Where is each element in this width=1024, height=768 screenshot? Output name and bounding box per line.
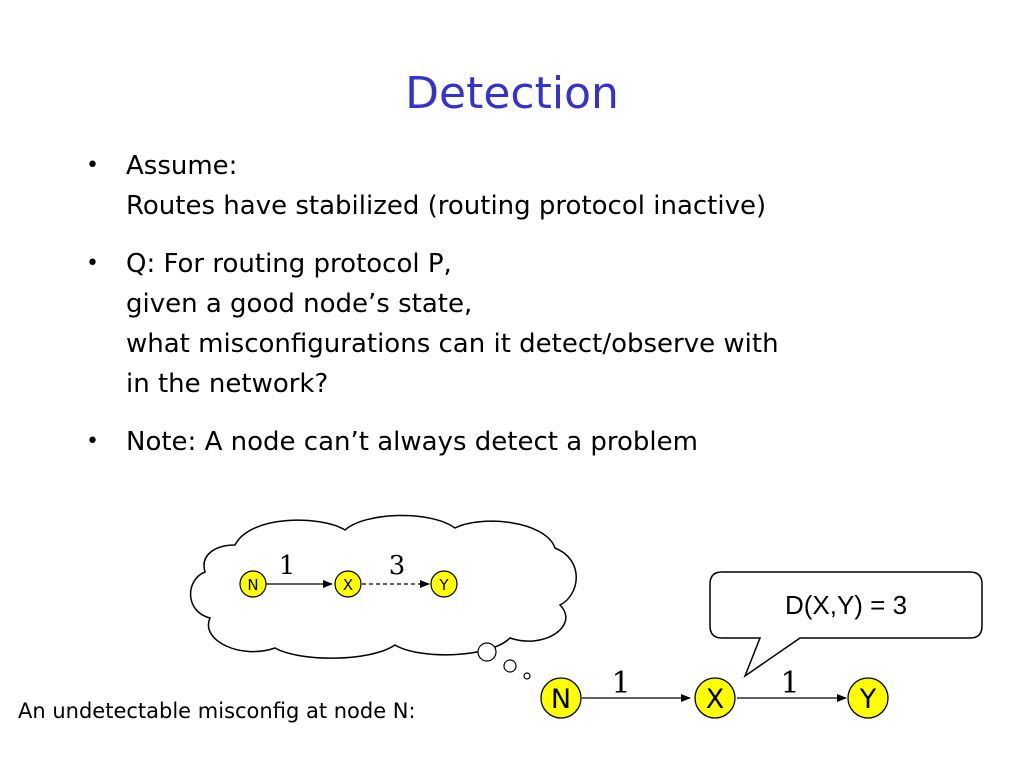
thought-bubble — [523, 672, 531, 680]
thought-node-label: N — [247, 576, 258, 594]
thought-node-x: X — [334, 570, 362, 598]
thought-node-y: Y — [430, 570, 458, 598]
thought-weight-1: 1 — [279, 551, 296, 581]
thought-bubble — [503, 659, 517, 673]
thought-cloud — [189, 514, 577, 659]
actual-node-label: Y — [859, 684, 877, 715]
bullet-line: given a good node’s state, — [126, 289, 473, 319]
bullet-dot: • — [86, 153, 99, 178]
bullet-item: • Q: For routing protocol P, given a goo… — [86, 244, 966, 404]
callout-text: D(X,Y) = 3 — [785, 590, 907, 620]
callout-box — [709, 571, 983, 679]
bullet-line: Routes have stabilized (routing protocol… — [126, 191, 767, 221]
bullet-line: what misconfigurations can it detect/obs… — [126, 329, 779, 359]
actual-node-y: Y — [847, 677, 889, 719]
actual-node-x: X — [694, 677, 736, 719]
actual-node-label: X — [706, 684, 725, 715]
bullet-line: in the network? — [126, 369, 329, 399]
bullet-list: • Assume: Routes have stabilized (routin… — [86, 146, 966, 480]
actual-node-label: N — [551, 684, 571, 715]
thought-bubble — [477, 642, 497, 662]
bullet-item: • Note: A node can’t always detect a pro… — [86, 422, 966, 462]
bullet-line: Q: For routing protocol P, — [126, 249, 452, 279]
slide-title: Detection — [405, 68, 619, 119]
bullet-item: • Assume: Routes have stabilized (routin… — [86, 146, 966, 226]
actual-weight-1: 1 — [611, 666, 630, 701]
bullet-line: Assume: — [126, 151, 238, 181]
thought-weight-2: 3 — [389, 551, 406, 581]
diagram-caption: An undetectable misconfig at node N: — [18, 699, 416, 723]
actual-node-n: N — [540, 677, 582, 719]
bullet-dot: • — [86, 429, 99, 454]
thought-node-label: Y — [438, 576, 449, 594]
thought-node-label: X — [343, 576, 353, 594]
thought-node-n: N — [239, 570, 267, 598]
actual-weight-2: 1 — [780, 666, 799, 701]
bullet-dot: • — [86, 251, 99, 276]
bullet-line: Note: A node can’t always detect a probl… — [126, 427, 698, 457]
